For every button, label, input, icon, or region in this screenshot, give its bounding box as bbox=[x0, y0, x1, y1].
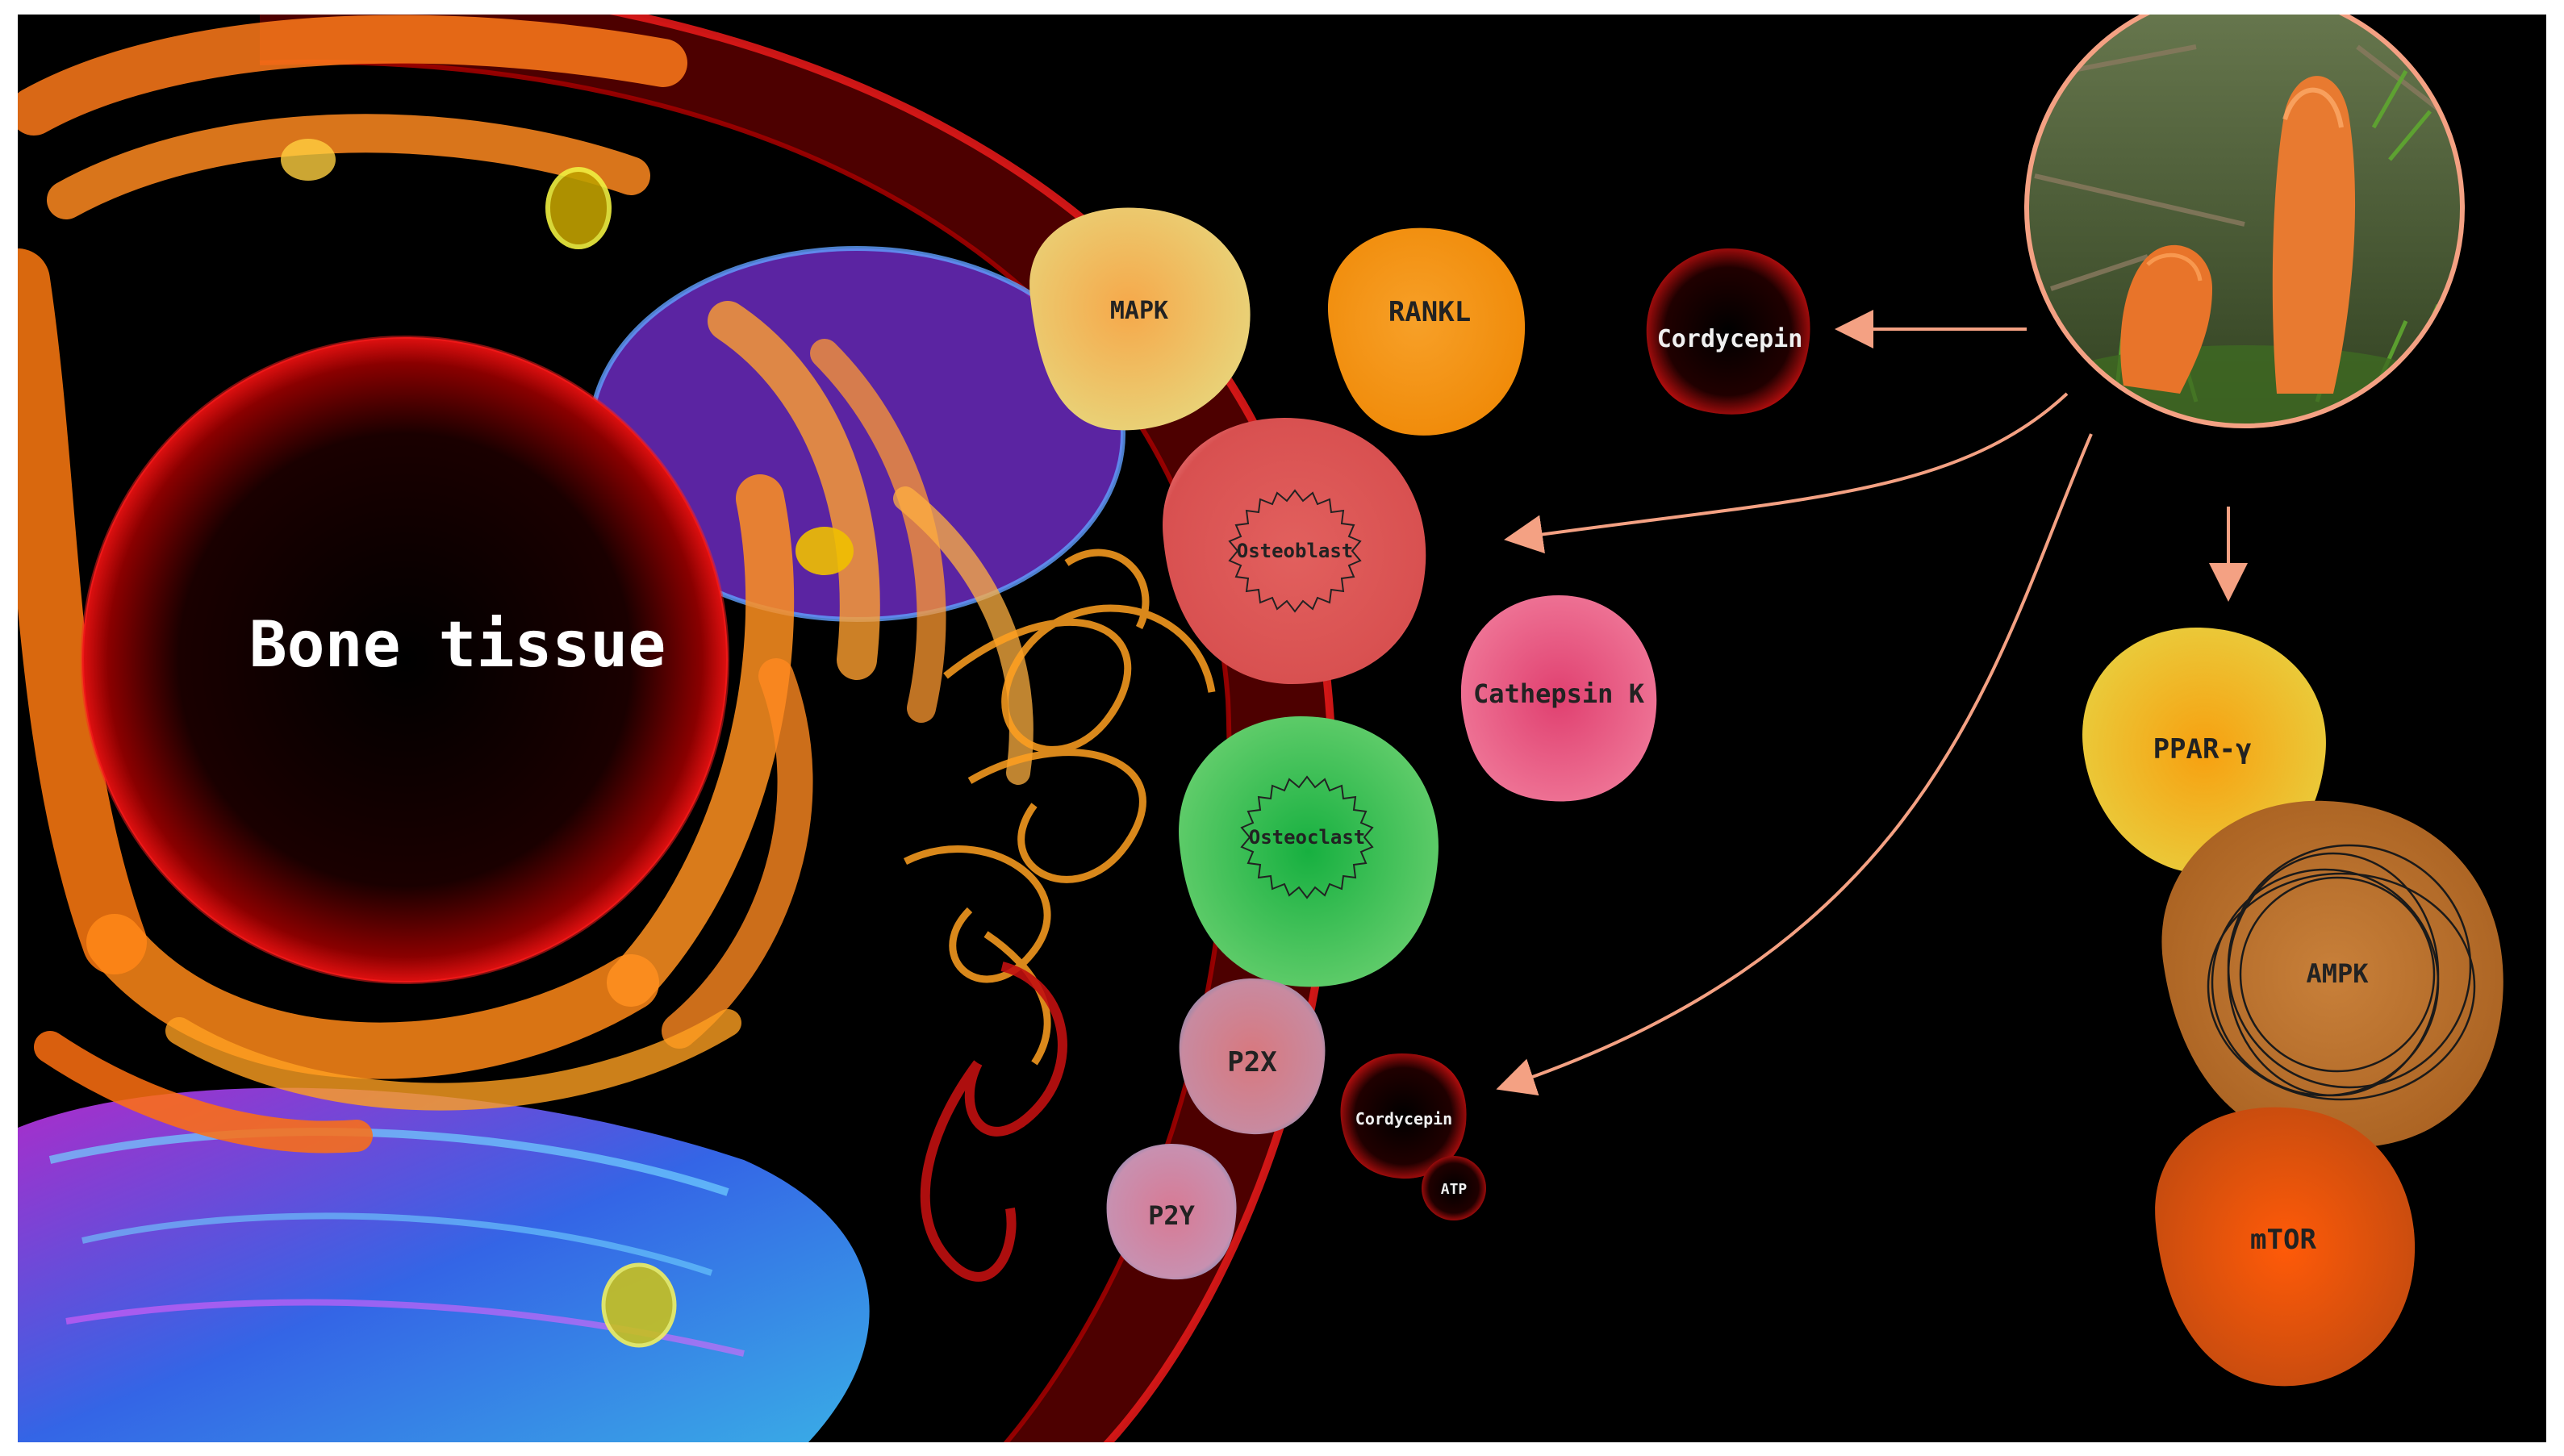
node-rankl: RANKL bbox=[1327, 227, 1526, 436]
cordyceps-mushroom-photo bbox=[2024, 15, 2465, 428]
diagram-svg: Bone tissue MAPK RANKL Cordycepin Osteob… bbox=[18, 15, 2503, 1442]
mtor-label: mTOR bbox=[2250, 1224, 2316, 1256]
osteoclast-star-outline bbox=[1240, 775, 1374, 899]
node-p2x: P2X bbox=[1179, 978, 1326, 1135]
p2x-label: P2X bbox=[1227, 1046, 1277, 1078]
osteoclast-label: Osteoclast bbox=[1249, 826, 1366, 849]
diagram-panel: Bone tissue MAPK RANKL Cordycepin Osteob… bbox=[18, 15, 2546, 1442]
arrow-to-cordycepin-atp bbox=[1496, 433, 2093, 1096]
rankl-label: RANKL bbox=[1388, 296, 1471, 328]
node-cathepsin-k: Cathepsin K bbox=[1460, 595, 1657, 802]
cathepsin-k-label: Cathepsin K bbox=[1473, 678, 1645, 709]
node-cordycepin-top: Cordycepin bbox=[1646, 248, 1810, 415]
p2y-label: P2Y bbox=[1148, 1200, 1196, 1231]
mapk-label: MAPK bbox=[1110, 297, 1168, 325]
arrow-to-osteoblast bbox=[1504, 392, 2069, 554]
osteoblast-label: Osteoblast bbox=[1237, 540, 1354, 562]
osteoblast-star-outline bbox=[1228, 489, 1362, 613]
arrows-group bbox=[1496, 310, 2248, 1096]
cordycepin-top-label: Cordycepin bbox=[1657, 325, 1803, 353]
node-cordycepin-small: Cordycepin bbox=[1340, 1053, 1467, 1179]
bone-tissue-cell-illustration bbox=[18, 15, 1337, 1442]
node-ampk: AMPK bbox=[2161, 800, 2503, 1149]
ampk-label: AMPK bbox=[2306, 958, 2369, 989]
atp-label: ATP bbox=[1441, 1181, 1468, 1198]
node-mapk: MAPK bbox=[1029, 207, 1251, 431]
node-mtor: mTOR bbox=[2155, 1107, 2416, 1387]
bone-tissue-label: Bone tissue bbox=[249, 609, 666, 682]
node-atp: ATP bbox=[1422, 1156, 1486, 1220]
node-osteoclast: Osteoclast bbox=[1179, 716, 1439, 987]
node-p2y: P2Y bbox=[1106, 1144, 1237, 1280]
ppar-y-label: PPAR-γ bbox=[2153, 733, 2253, 766]
cordycepin-small-label: Cordycepin bbox=[1355, 1109, 1452, 1129]
node-osteoblast: Osteoblast bbox=[1163, 418, 1426, 684]
ampk-ring-outlines bbox=[2207, 844, 2476, 1101]
